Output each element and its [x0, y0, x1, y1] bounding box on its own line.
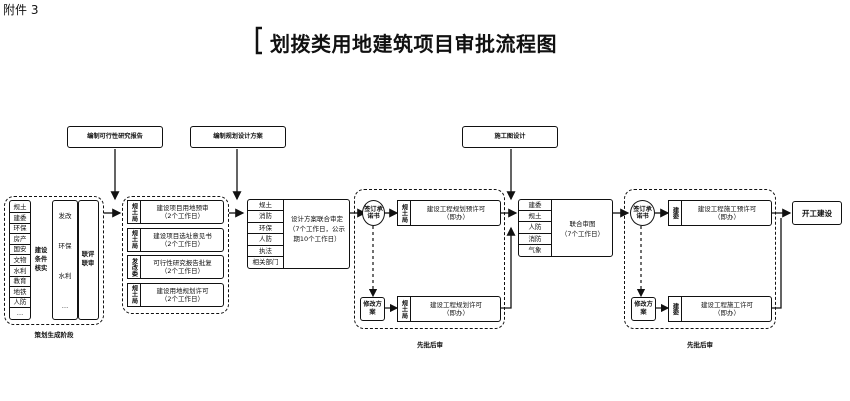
planning-permit-text: 建设工程规划许可 （即办） [411, 301, 501, 317]
approval-item [127, 227, 224, 252]
construction-permit-line2: （即办） [714, 309, 740, 317]
joint-review-label: 联评联审 [81, 251, 95, 267]
dept-list-item: 房产 [9, 234, 31, 245]
construction-pre-permit-dept: 建委 [668, 200, 682, 226]
approval-text: 可行性研究报告批复（2个工作日） [141, 259, 224, 275]
construction-pre-permit-line1: 建设工程施工预许可 [697, 205, 757, 213]
construction-pre-permit-line2: （即办） [714, 213, 740, 221]
approval-dept: 规土局 [127, 200, 141, 224]
dept-list-item: … [16, 309, 24, 317]
approval-dept: 发改委 [127, 255, 141, 279]
header-construction-drawing: 施工图设计 [462, 126, 558, 148]
review-item: 发改 [58, 212, 72, 220]
planning-pre-permit-dept: 规土局 [397, 200, 411, 226]
construction-pre-permit-text: 建设工程施工预许可 （即办） [682, 205, 772, 221]
review-item: 环保 [58, 242, 72, 250]
planning-pre-permit-line1: 建设工程规划预许可 [426, 205, 486, 213]
approval-line1: 可行性研究报告批复 [153, 259, 212, 267]
approval-line1: 建设项目选址意见书 [153, 231, 212, 240]
construction-pre-permit [668, 200, 772, 226]
planning-permit-dept: 规土局 [397, 296, 411, 322]
modify-scheme-1: 修改方案 [360, 297, 385, 321]
approval-item [127, 255, 224, 279]
scheme-review-text: 设计方案联合审定 （7个工作日，公示 期10个工作日） [284, 214, 350, 244]
dept-list-item: 规土 [9, 202, 31, 213]
scheme-dept-item: 人防 [248, 234, 284, 246]
planning-pre-permit [397, 200, 501, 226]
approval-line2: （2个工作日） [160, 239, 205, 248]
planning-stage-caption: 策划生成阶段 [34, 331, 74, 339]
dept-list-item: 建委 [9, 213, 31, 224]
scheme-dept-item: 执法 [248, 245, 284, 257]
approval-line2: （2个工作日） [160, 267, 205, 275]
drawing-dept-item: 气象 [519, 244, 552, 256]
joint-drawing-review-box [518, 199, 613, 257]
attachment-label: 附件 3 [3, 3, 39, 17]
dept-list-item: 文物 [9, 255, 31, 266]
pledge-circle-1: 签订承诺书 [362, 200, 385, 226]
approval-line2: （2个工作日） [160, 294, 205, 303]
planning-pre-permit-line2: （即办） [443, 213, 469, 221]
planning-stage-group [4, 196, 104, 325]
merged-label: 建设条件核实 [34, 247, 48, 272]
drawing-dept-item: 建委 [519, 200, 552, 212]
header-planning-design: 编制规划设计方案 [190, 126, 286, 148]
review-item: 水利 [58, 272, 72, 280]
drawing-dept-item: 规土 [519, 211, 552, 223]
modify-scheme-2: 修改方案 [631, 297, 656, 321]
planning-permit [397, 296, 501, 322]
scheme-dept-item: 相关部门 [248, 257, 284, 269]
construction-permit-line1: 建设工程施工许可 [701, 301, 753, 309]
approval-dept: 规土局 [127, 282, 141, 307]
dept-list-item: 环保 [9, 223, 31, 235]
approval-line1: 建设项目用地预审 [156, 204, 209, 212]
dept-list-item: 地铁 [9, 287, 31, 298]
first-group-caption: 先批后审 [417, 341, 443, 349]
dept-list-item: 国安 [9, 244, 31, 256]
approval-text: 建设项目用地预审（2个工作日） [141, 204, 224, 220]
approval-item [127, 200, 224, 224]
approval-dept: 规土局 [127, 227, 141, 252]
review-items-box [52, 200, 78, 320]
joint-drawing-review-line1: 联合审图 [569, 220, 596, 228]
review-item: … [61, 302, 69, 310]
construction-permit-dept: 建委 [668, 296, 682, 322]
scheme-dept-item: 环保 [248, 222, 284, 235]
approval-text: 建设用地规划许可（2个工作日） [141, 287, 224, 303]
joint-drawing-review-text: 联合审图 （7个工作日） [552, 219, 613, 239]
dept-list-item: 水利 [9, 266, 31, 277]
scheme-dept-item: 消防 [248, 211, 284, 223]
scheme-review-line2: （7个工作日，公示 [288, 225, 346, 233]
header-feasibility-report: 编制可行性研究报告 [67, 126, 163, 148]
first-preapproval-group [354, 189, 505, 329]
construction-permit-text: 建设工程施工许可 （即办） [682, 301, 772, 317]
construction-permit [668, 296, 772, 322]
drawing-dept-item: 消防 [519, 233, 552, 245]
drawing-dept-item: 人防 [519, 222, 552, 234]
scheme-review-line3: 期10个工作日） [293, 235, 341, 243]
dept-list-item: 教育 [9, 276, 31, 288]
approval-line2: （2个工作日） [160, 212, 205, 220]
scheme-dept-item: 规土 [248, 200, 284, 212]
approval-line1: 建设用地规划许可 [156, 286, 209, 295]
scheme-review-line1: 设计方案联合审定 [291, 215, 343, 223]
approval-text: 建设项目选址意见书（2个工作日） [141, 232, 224, 248]
planning-permit-line2: （即办） [443, 309, 469, 317]
dept-list-box [9, 200, 31, 320]
dept-list-item: 人防 [9, 297, 31, 309]
planning-pre-permit-text: 建设工程规划预许可 （即办） [411, 205, 501, 221]
approvals-group [122, 196, 229, 314]
joint-review-box [78, 200, 99, 320]
page-title: 划拨类用地建筑项目审批流程图 [270, 32, 557, 56]
second-group-caption: 先批后审 [687, 341, 713, 349]
pledge-circle-2: 签订承诺书 [630, 200, 655, 226]
start-construction: 开工建设 [792, 201, 842, 225]
planning-permit-line1: 建设工程规划许可 [430, 301, 482, 309]
second-preapproval-group [624, 189, 776, 329]
joint-drawing-review-line2: （7个工作日） [560, 230, 605, 238]
approval-item [127, 282, 224, 307]
